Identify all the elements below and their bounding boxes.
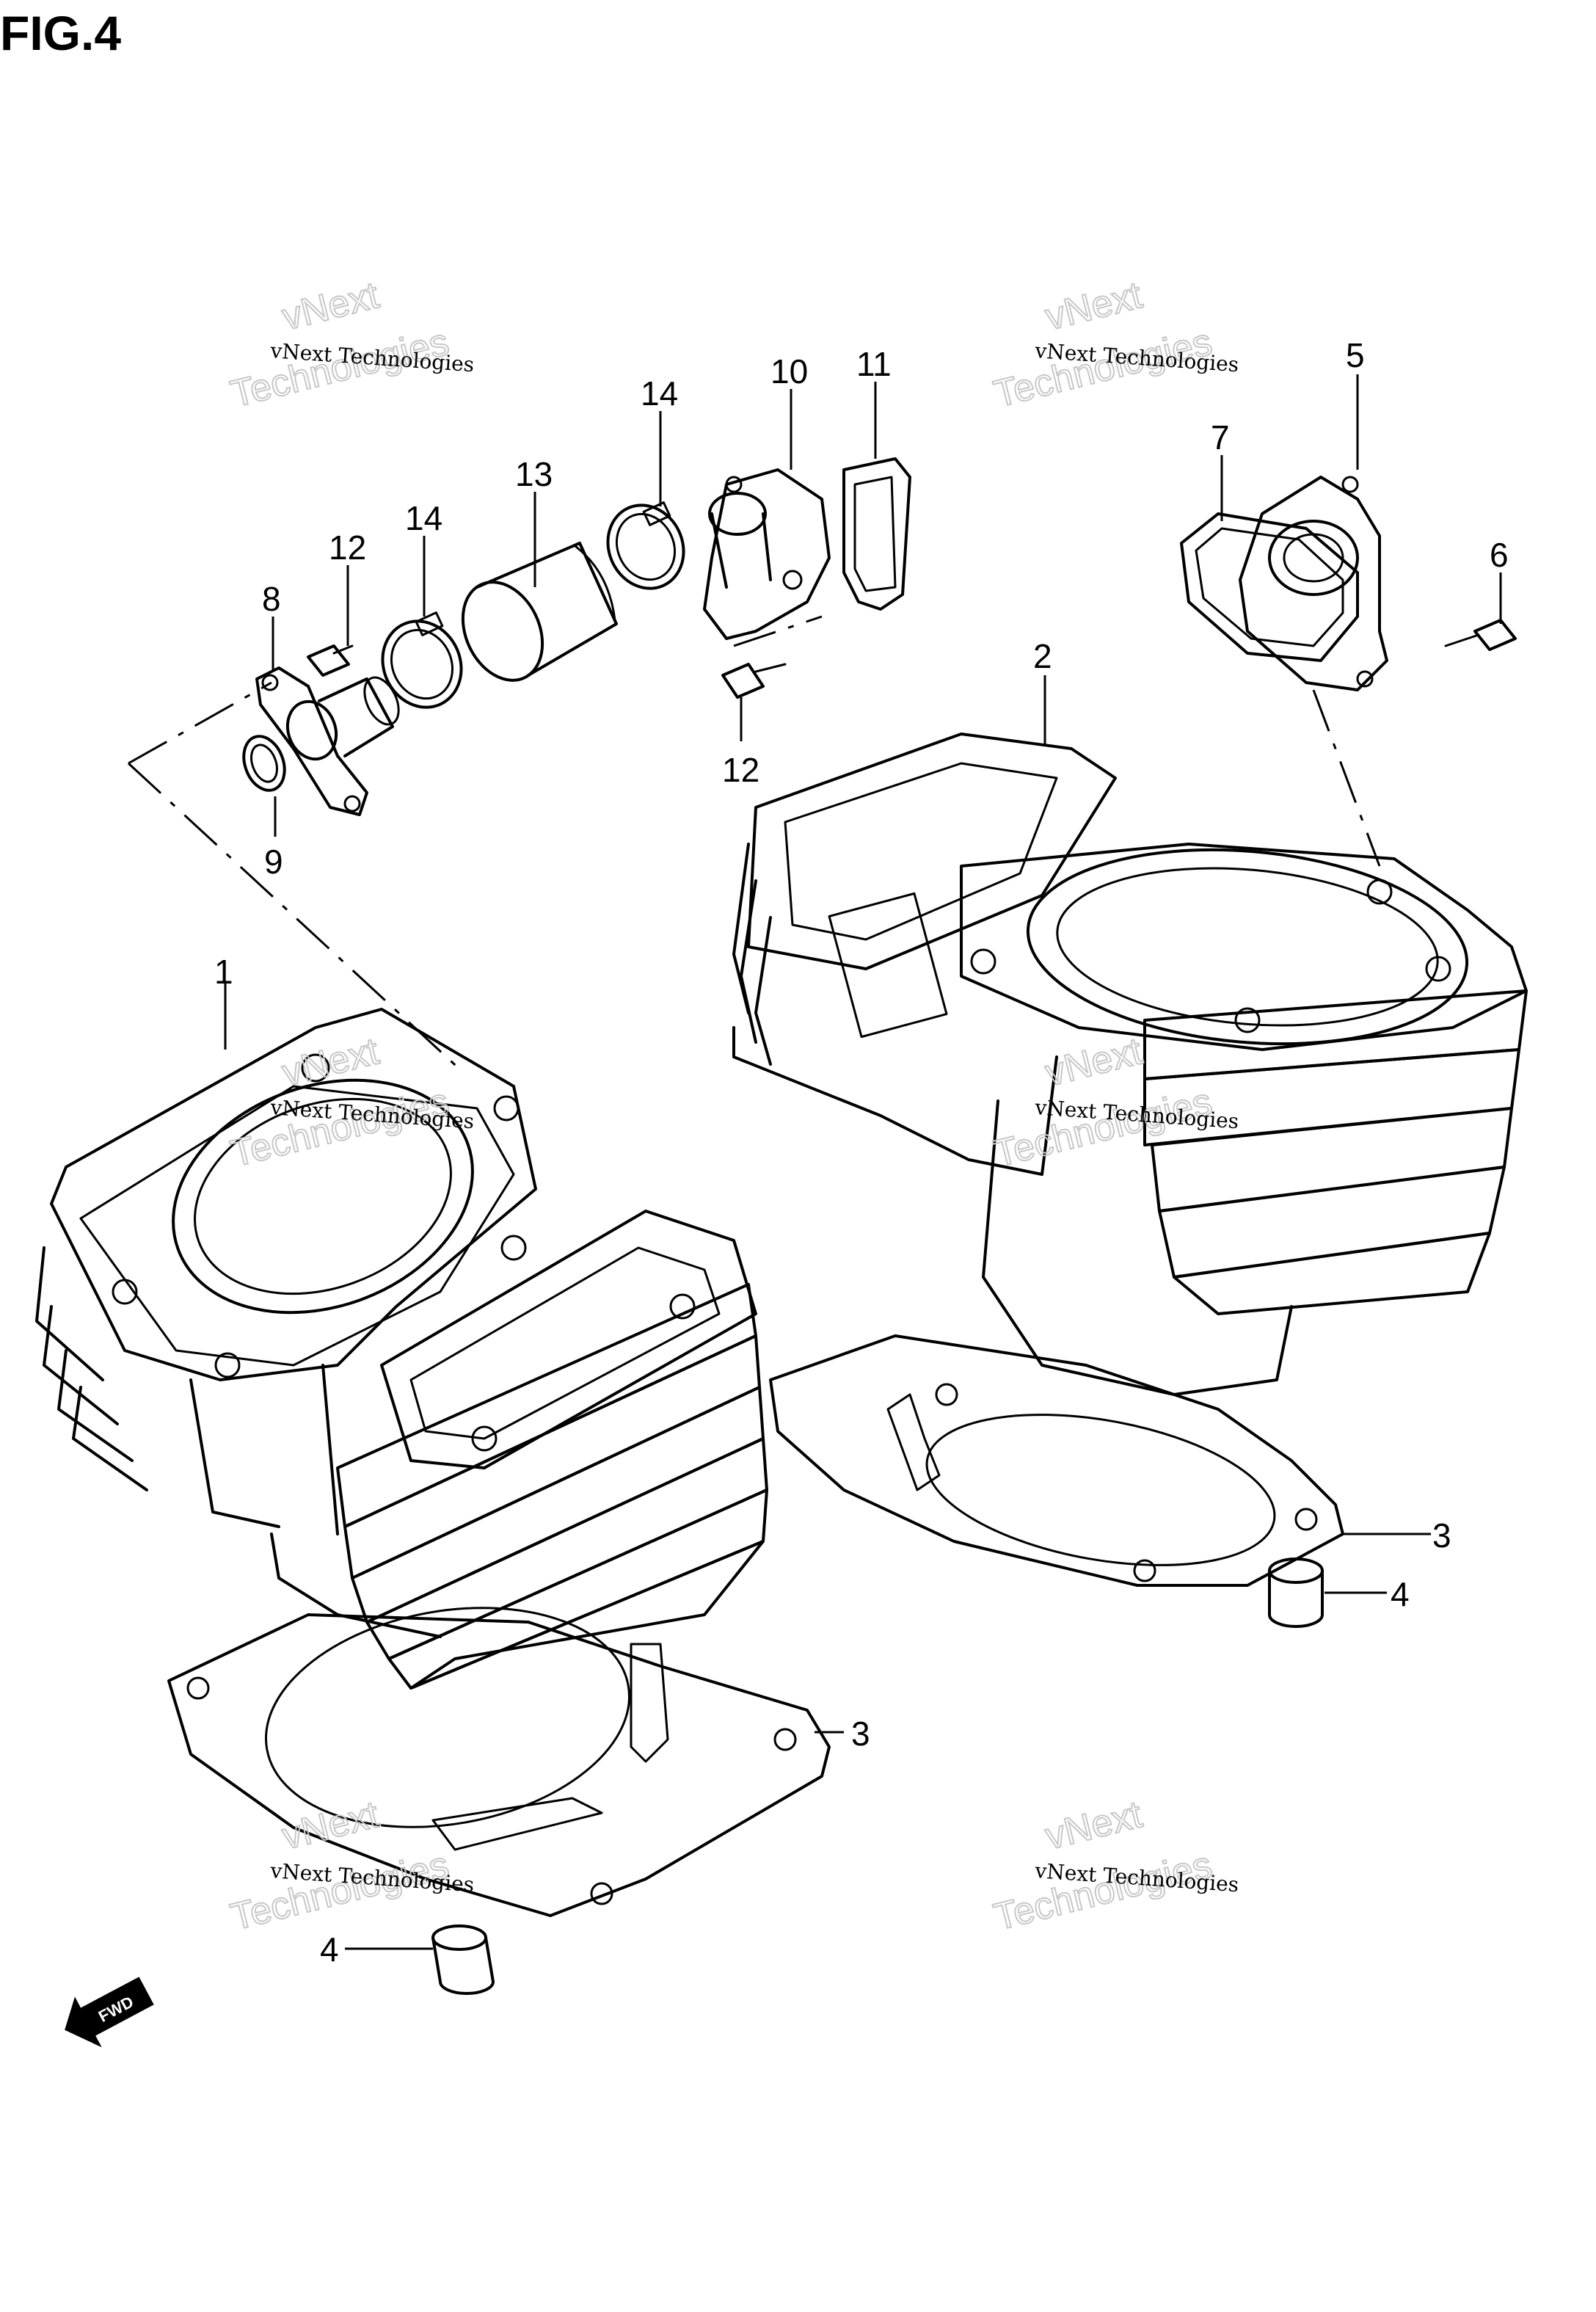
callout-4-rear: 4 xyxy=(1391,1575,1410,1613)
callout-3-front: 3 xyxy=(851,1715,870,1753)
outlet-gasket-7 xyxy=(1180,512,1359,662)
callout-3-rear: 3 xyxy=(1432,1516,1451,1555)
callout-1: 1 xyxy=(214,953,233,991)
bolt-12-lower xyxy=(721,663,787,699)
callout-12-upper: 12 xyxy=(329,528,366,567)
watermark: vNext Technologies vNext Technologies xyxy=(226,1792,475,1940)
callout-12-lower: 12 xyxy=(722,751,759,789)
assembly-center-lines xyxy=(127,615,1381,1073)
watermark: vNext Technologies vNext Technologies xyxy=(989,273,1239,417)
front-water-outlet-pipe xyxy=(255,666,400,816)
hose-clamp-14-lower xyxy=(381,611,463,709)
callout-9: 9 xyxy=(264,843,283,881)
figure-title: FIG.4 xyxy=(0,6,121,60)
callout-11: 11 xyxy=(856,345,892,383)
callout-5: 5 xyxy=(1346,336,1365,374)
bolt-6 xyxy=(1444,619,1517,651)
bolt-12-upper xyxy=(307,644,354,677)
water-hose-13 xyxy=(461,542,618,682)
hose-clamp-14-upper xyxy=(606,501,685,590)
rear-base-gasket xyxy=(769,1334,1344,1587)
callout-14-lower: 14 xyxy=(405,499,442,537)
watermark: vNext Technologies vNext Technologies xyxy=(226,273,475,417)
watermark-word: vNext xyxy=(1041,1793,1147,1858)
front-cylinder xyxy=(35,1008,768,1690)
callout-10: 10 xyxy=(770,352,808,390)
rear-cylinder xyxy=(732,733,1528,1396)
dowel-pin-rear xyxy=(1268,1557,1324,1628)
rear-water-outlet-5 xyxy=(1239,476,1388,691)
watermark-word: vNext xyxy=(278,274,384,339)
watermark: vNext Technologies vNext Technologies xyxy=(989,1792,1239,1940)
o-ring-9 xyxy=(242,735,286,792)
callout-6: 6 xyxy=(1490,536,1509,574)
fitting-gasket-11 xyxy=(842,457,911,611)
watermark-word: vNext xyxy=(278,1793,384,1858)
dowel-pin-front xyxy=(431,1924,495,1995)
watermark-word: vNext xyxy=(1041,274,1147,339)
thermostat-fitting-10 xyxy=(703,468,831,640)
watermark: vNext Technologies vNext Technologies xyxy=(989,1029,1239,1177)
callout-4-front: 4 xyxy=(320,1930,339,1969)
callout-2: 2 xyxy=(1033,637,1052,675)
callout-labels: 1 2 3 3 4 4 5 6 7 8 9 10 11 12 12 13 14 … xyxy=(214,336,1509,1969)
callout-13: 13 xyxy=(515,455,553,493)
callout-7: 7 xyxy=(1211,418,1230,457)
watermark-word: vNext xyxy=(1041,1030,1147,1095)
fwd-direction-arrow: FWD xyxy=(65,1977,154,2048)
leader-lines xyxy=(224,374,1502,1950)
callout-8: 8 xyxy=(262,580,281,618)
front-base-gasket xyxy=(167,1607,831,1917)
callout-14-upper: 14 xyxy=(641,374,678,412)
